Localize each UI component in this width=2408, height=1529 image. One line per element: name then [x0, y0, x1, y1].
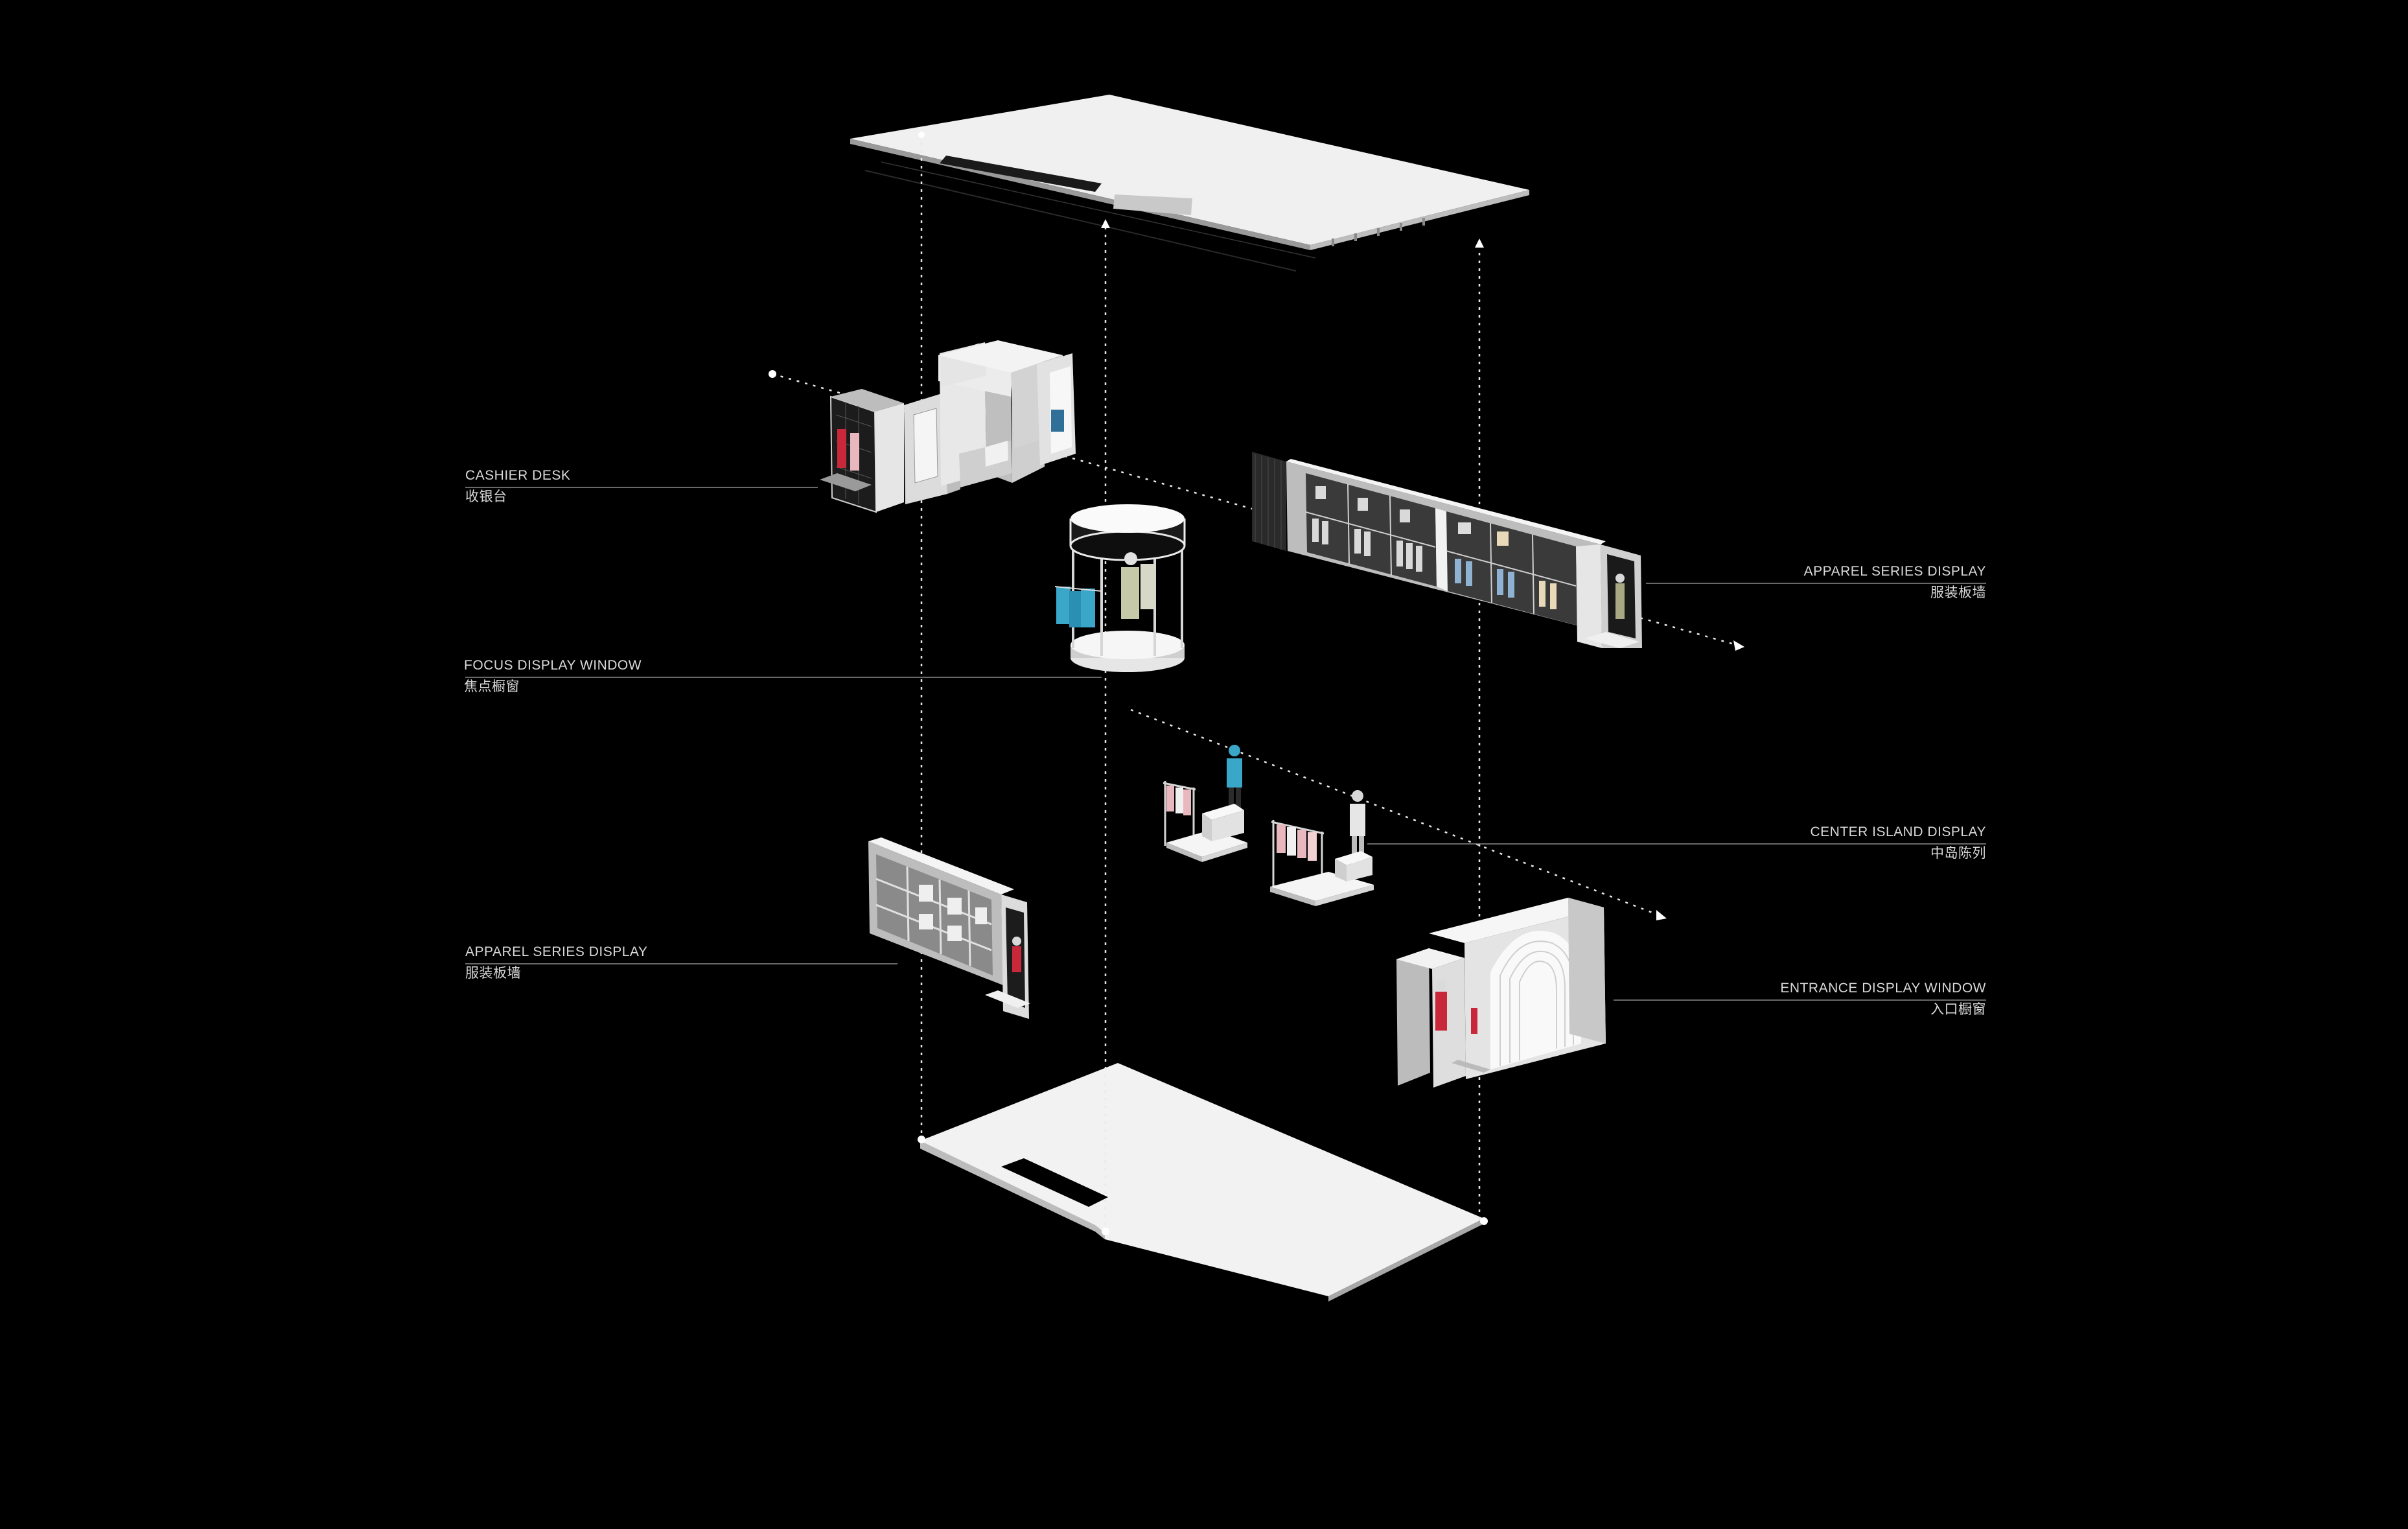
cashier-desk-fixture	[820, 340, 1076, 513]
label-apparel-series-display-left: APPAREL SERIES DISPLAY 服装板墙	[465, 942, 647, 984]
label-center-island-zh: 中岛陈列	[1930, 845, 1986, 861]
label-apparel-right-zh: 服装板墙	[1930, 585, 1986, 600]
connector-endpoints	[918, 132, 1488, 1235]
label-focus-display-window-en: FOCUS DISPLAY WINDOW	[464, 658, 642, 673]
label-entrance-zh: 入口橱窗	[1930, 1001, 1986, 1017]
label-apparel-series-display-right: APPAREL SERIES DISPLAY 服装板墙	[1804, 561, 1986, 603]
apparel-wall-right-fixture	[1252, 452, 1642, 648]
label-focus-display-window: FOCUS DISPLAY WINDOW 焦点橱窗	[464, 655, 642, 697]
label-cashier-desk-zh: 收银台	[465, 489, 507, 504]
label-center-island-en: CENTER ISLAND DISPLAY	[1810, 824, 1986, 839]
label-apparel-left-en: APPAREL SERIES DISPLAY	[465, 944, 648, 959]
axis-ends	[769, 370, 1744, 920]
focus-display-window-fixture	[1054, 504, 1186, 672]
apparel-wall-left-fixture	[868, 837, 1030, 1019]
label-cashier-desk: CASHIER DESK 收银台	[465, 465, 570, 508]
center-island-fixture	[1163, 745, 1374, 906]
label-entrance-en: ENTRANCE DISPLAY WINDOW	[1780, 981, 1986, 996]
label-entrance-display-window: ENTRANCE DISPLAY WINDOW 入口橱窗	[1780, 978, 1986, 1020]
label-apparel-right-en: APPAREL SERIES DISPLAY	[1803, 564, 1986, 579]
label-center-island-display: CENTER ISLAND DISPLAY 中岛陈列	[1810, 822, 1986, 864]
floor-slab	[920, 1063, 1484, 1301]
entrance-display-fixture	[1396, 898, 1606, 1088]
label-focus-display-window-zh: 焦点橱窗	[464, 679, 520, 694]
label-apparel-left-zh: 服装板墙	[465, 965, 521, 981]
ceiling-slab	[850, 95, 1529, 272]
label-cashier-desk-en: CASHIER DESK	[465, 468, 571, 483]
leader-lines	[465, 487, 1986, 1001]
